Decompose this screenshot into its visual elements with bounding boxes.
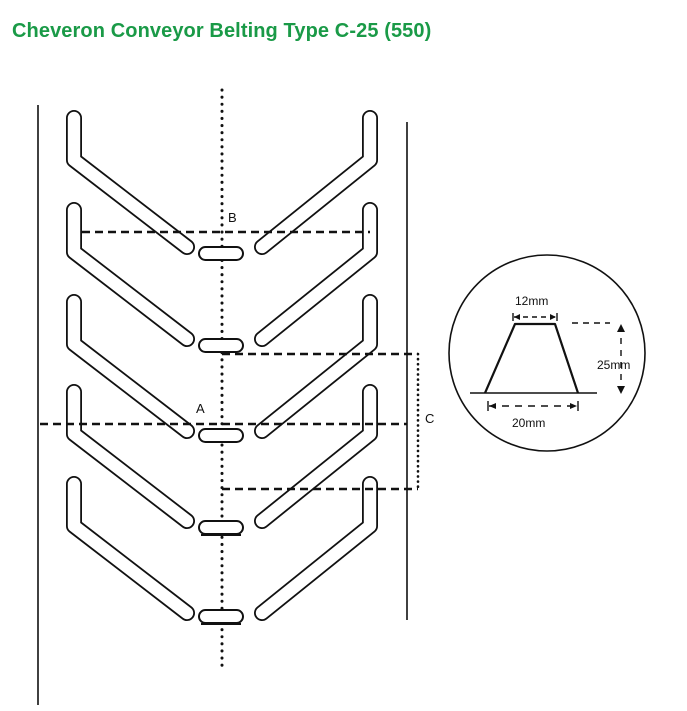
top-width-label: 12mm bbox=[515, 294, 548, 308]
label-b: B bbox=[228, 210, 237, 225]
centre-cleat bbox=[198, 609, 244, 625]
centre-cleat bbox=[198, 338, 244, 353]
chevron-row bbox=[66, 476, 378, 621]
base-width-dimension bbox=[487, 401, 579, 411]
centre-cleat bbox=[198, 428, 244, 443]
profile-detail: 12mm 25mm 20mm bbox=[448, 254, 646, 452]
page-title: Cheveron Conveyor Belting Type C-25 (550… bbox=[12, 20, 432, 42]
top-width-dimension bbox=[512, 313, 558, 321]
base-width-label: 20mm bbox=[512, 416, 545, 430]
chevron-row bbox=[66, 294, 378, 439]
label-a: A bbox=[196, 401, 205, 416]
centre-cleat bbox=[198, 246, 244, 261]
label-c: C bbox=[425, 411, 434, 426]
pitch-bracket-c bbox=[222, 352, 420, 491]
chevron-row bbox=[66, 384, 378, 529]
chevron-row bbox=[66, 202, 378, 347]
height-dimension bbox=[572, 322, 625, 394]
chevron-row bbox=[66, 110, 378, 255]
height-label: 25mm bbox=[597, 358, 630, 372]
centre-cleat bbox=[198, 520, 244, 536]
